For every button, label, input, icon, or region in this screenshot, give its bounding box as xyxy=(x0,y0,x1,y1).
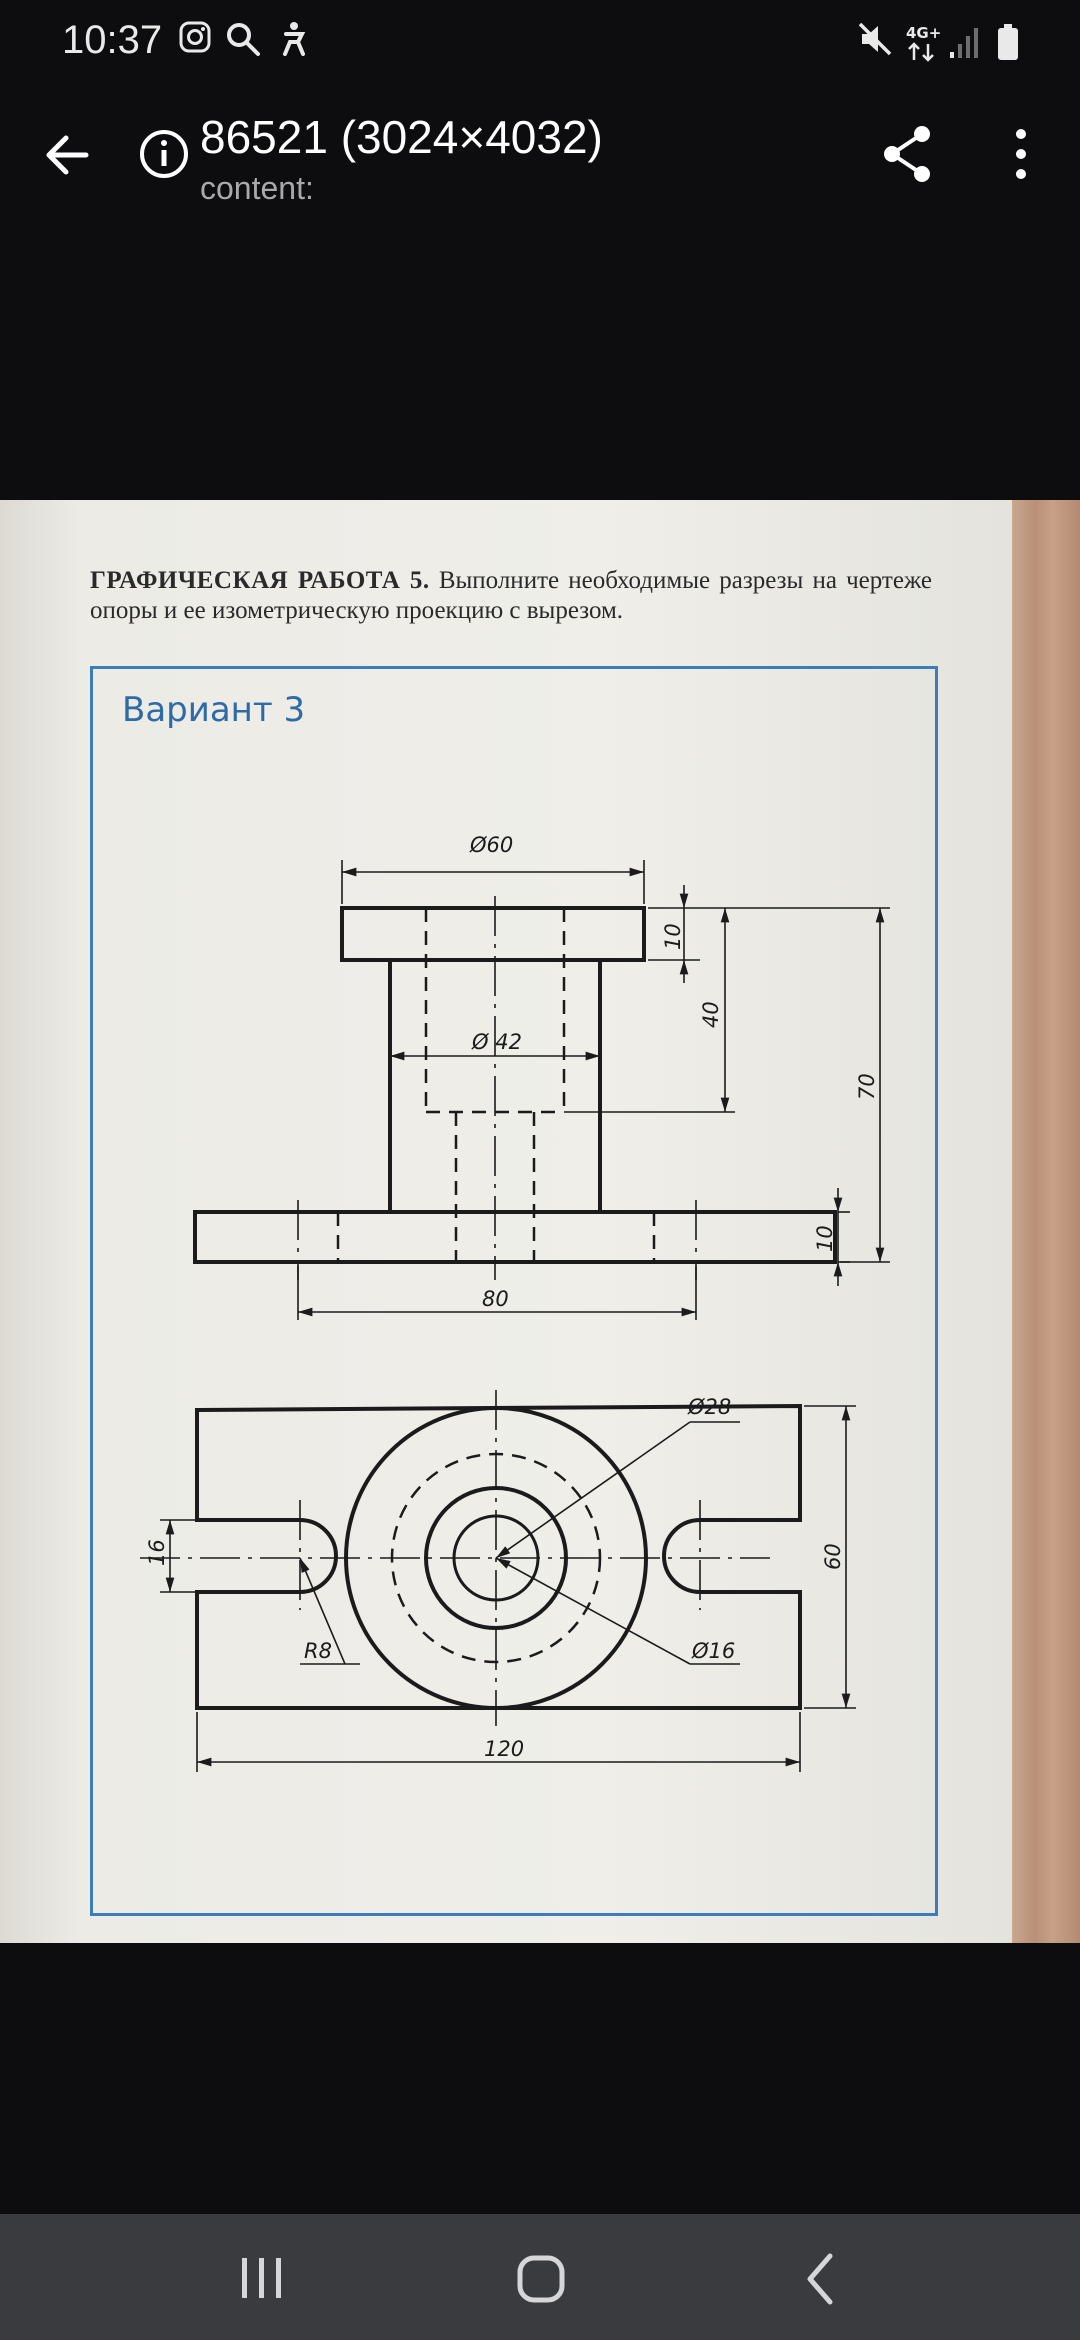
assignment-text: Выполните необходимые разрезы на чертеже… xyxy=(90,567,932,624)
more-options-icon[interactable] xyxy=(1000,122,1042,186)
back-arrow-icon[interactable] xyxy=(34,120,104,190)
top-center-lines xyxy=(140,1390,770,1726)
technical-drawing: Ø60 Ø 42 10 40 70 10 80 xyxy=(140,833,890,1772)
image-subtitle: content: xyxy=(200,170,314,206)
signal-icon xyxy=(950,28,978,58)
app-bar: 86521 (3024×4032) content: xyxy=(0,100,1080,220)
dim-120: 120 xyxy=(484,1737,524,1761)
search-icon xyxy=(227,23,260,56)
network-label: 4G+ xyxy=(906,24,941,42)
image-title: 86521 (3024×4032) xyxy=(200,111,603,163)
instagram-icon xyxy=(179,21,211,53)
home-icon[interactable] xyxy=(506,2244,576,2314)
assignment-title: ГРАФИЧЕСКАЯ РАБОТА 5. xyxy=(90,567,430,594)
base-outline xyxy=(195,1403,802,1710)
photo-viewer[interactable]: ГРАФИЧЕСКАЯ РАБОТА 5. Выполните необходи… xyxy=(0,500,1080,1943)
front-dim-labels: Ø60 Ø 42 10 40 70 10 80 xyxy=(469,833,879,1311)
variant-frame xyxy=(90,666,938,1916)
variant-label: Вариант 3 xyxy=(122,690,306,730)
network-4g-icon: 4G+ xyxy=(906,24,941,62)
accessibility-icon xyxy=(283,22,306,56)
front-view xyxy=(193,860,890,1320)
top-dim-labels: Ø28 Ø16 R8 16 60 120 xyxy=(145,1395,845,1761)
dim-70: 70 xyxy=(855,1073,879,1100)
mute-icon xyxy=(858,22,892,56)
navigation-bar xyxy=(0,2214,1080,2340)
dim-10-bottom: 10 xyxy=(813,1225,837,1252)
wooden-table-edge xyxy=(1012,500,1080,1943)
battery-icon xyxy=(998,24,1018,60)
top-flange xyxy=(340,906,646,962)
dim-r8: R8 xyxy=(304,1639,332,1663)
base-plate xyxy=(193,1210,837,1264)
info-icon[interactable] xyxy=(138,128,190,180)
dim-80: 80 xyxy=(482,1287,509,1311)
dim-60: 60 xyxy=(821,1543,845,1570)
dim-d60: Ø60 xyxy=(469,833,513,857)
dim-d16: Ø16 xyxy=(691,1639,735,1663)
dim-16: 16 xyxy=(145,1539,169,1566)
front-dimensions xyxy=(297,860,890,1320)
dim-10-top: 10 xyxy=(661,923,685,950)
center-lines xyxy=(297,896,697,1280)
status-time: 10:37 xyxy=(62,18,163,62)
dim-40: 40 xyxy=(699,1001,723,1028)
back-nav-icon[interactable] xyxy=(786,2244,856,2314)
top-dimensions xyxy=(160,1405,856,1772)
dim-d28: Ø28 xyxy=(687,1395,731,1419)
share-icon[interactable] xyxy=(876,122,940,186)
status-bar: 10:37 4G+ xyxy=(0,0,1080,90)
dim-d42: Ø 42 xyxy=(471,1030,522,1054)
assignment-heading: ГРАФИЧЕСКАЯ РАБОТА 5. Выполните необходи… xyxy=(90,566,932,626)
top-view xyxy=(140,1390,856,1772)
recent-apps-icon[interactable] xyxy=(226,2244,296,2314)
